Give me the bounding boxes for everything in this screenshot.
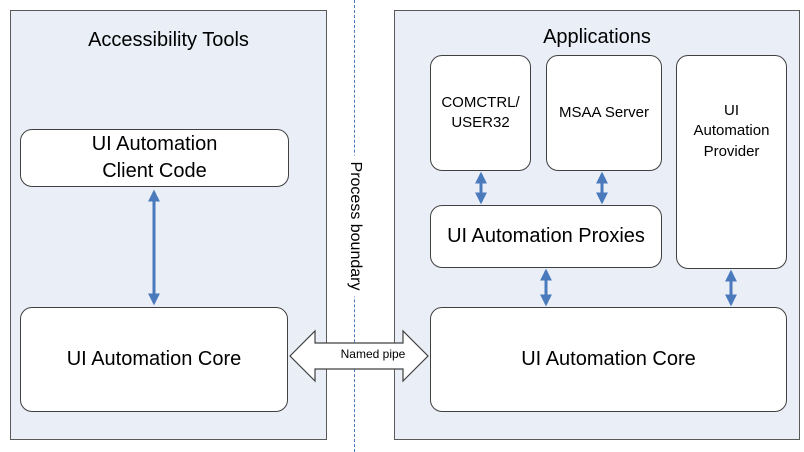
proxies-label: UI Automation Proxies	[447, 225, 645, 247]
named-pipe-label: Named pipe	[340, 347, 406, 361]
accessibility-tools-title: Accessibility Tools	[88, 29, 249, 51]
ui-automation-proxies-box: UI Automation Proxies	[430, 205, 662, 268]
applications-title: Applications	[543, 26, 651, 48]
ui-automation-core-left-box: UI Automation Core	[20, 307, 288, 412]
core-left-label: UI Automation Core	[66, 348, 242, 370]
msaa-label: MSAA Server	[558, 103, 650, 121]
msaa-server-box: MSAA Server	[546, 55, 662, 171]
ui-automation-client-code-box: UI Automation Client Code	[20, 129, 289, 187]
ui-automation-core-right-box: UI Automation Core	[430, 307, 787, 412]
comctrl-user32-box: COMCTRL/ USER32	[430, 55, 531, 171]
client-code-label: UI Automation Client Code	[91, 133, 218, 182]
comctrl-label: COMCTRL/ USER32	[441, 93, 520, 131]
ui-automation-provider-box: UI Automation Provider	[676, 55, 787, 269]
provider-label: UI Automation Provider	[693, 102, 770, 160]
named-pipe-arrow	[289, 329, 429, 383]
core-right-label: UI Automation Core	[521, 348, 696, 370]
